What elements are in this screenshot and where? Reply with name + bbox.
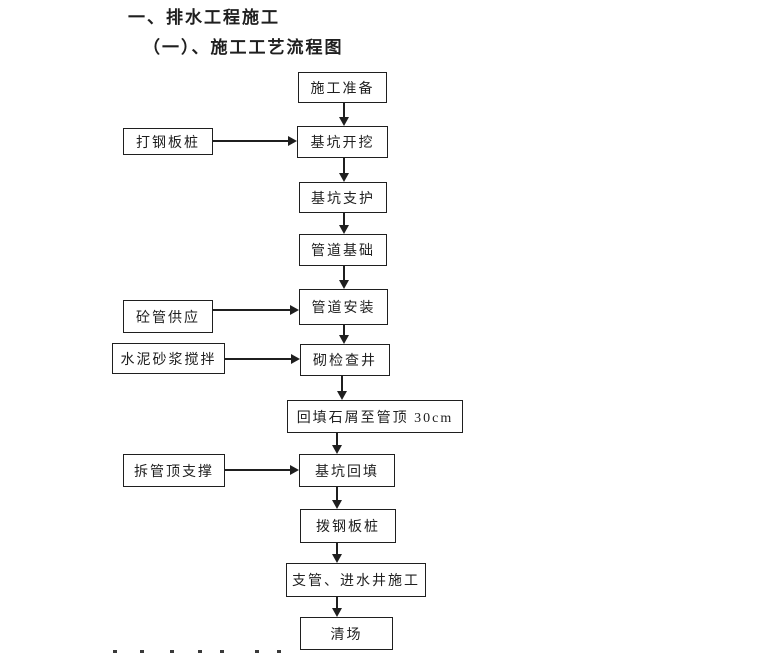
arrow-line-vertical (336, 433, 338, 446)
flow-node-s4: 拆管顶支撑 (123, 454, 225, 487)
arrowhead-right-icon (291, 354, 300, 364)
arrow-line-vertical (343, 158, 345, 174)
clipped-character-top (198, 650, 202, 653)
arrow-line-vertical (336, 597, 338, 609)
arrowhead-right-icon (290, 305, 299, 315)
arrowhead-down-icon (332, 554, 342, 563)
clipped-character-top (170, 650, 174, 653)
clipped-character-top (220, 650, 224, 653)
arrow-line-vertical (343, 213, 345, 226)
arrowhead-down-icon (339, 117, 349, 126)
arrowhead-down-icon (339, 173, 349, 182)
arrowhead-right-icon (288, 136, 297, 146)
arrow-line-vertical (336, 487, 338, 501)
arrowhead-down-icon (332, 500, 342, 509)
arrowhead-down-icon (337, 391, 347, 400)
flow-node-n6: 砌检查井 (300, 344, 390, 376)
flow-node-n9: 拨钢板桩 (300, 509, 396, 543)
arrow-line-vertical (343, 325, 345, 336)
arrowhead-down-icon (339, 280, 349, 289)
clipped-character-top (277, 650, 281, 653)
flow-node-n5: 管道安装 (299, 289, 388, 325)
arrow-line-vertical (336, 543, 338, 555)
clipped-character-top (255, 650, 259, 653)
arrowhead-down-icon (332, 445, 342, 454)
flow-node-n1: 施工准备 (298, 72, 387, 103)
flow-node-s2: 砼管供应 (123, 300, 213, 333)
arrow-line-horizontal (213, 309, 291, 311)
flow-node-n7: 回填石屑至管顶 30cm (287, 400, 463, 433)
flow-node-n11: 清场 (300, 617, 393, 650)
arrow-line-horizontal (213, 140, 289, 142)
flow-node-n3: 基坑支护 (299, 182, 387, 213)
flow-node-n2: 基坑开挖 (297, 126, 388, 158)
arrowhead-down-icon (332, 608, 342, 617)
arrowhead-down-icon (339, 225, 349, 234)
arrow-line-vertical (343, 266, 345, 281)
arrow-line-horizontal (225, 469, 291, 471)
arrowhead-right-icon (290, 465, 299, 475)
flow-node-s3: 水泥砂浆搅拌 (112, 343, 225, 374)
flow-node-s1: 打钢板桩 (123, 128, 213, 155)
clipped-character-top (140, 650, 144, 653)
arrow-line-vertical (341, 376, 343, 392)
subsection-heading: （一）、施工工艺流程图 (143, 38, 344, 57)
flow-node-n10: 支管、进水井施工 (286, 563, 426, 597)
arrow-line-vertical (343, 103, 345, 118)
arrowhead-down-icon (339, 335, 349, 344)
flow-node-n4: 管道基础 (299, 234, 387, 266)
arrow-line-horizontal (225, 358, 292, 360)
flow-node-n8: 基坑回填 (299, 454, 395, 487)
clipped-character-top (113, 650, 117, 653)
section-heading: 一、排水工程施工 (128, 8, 280, 27)
